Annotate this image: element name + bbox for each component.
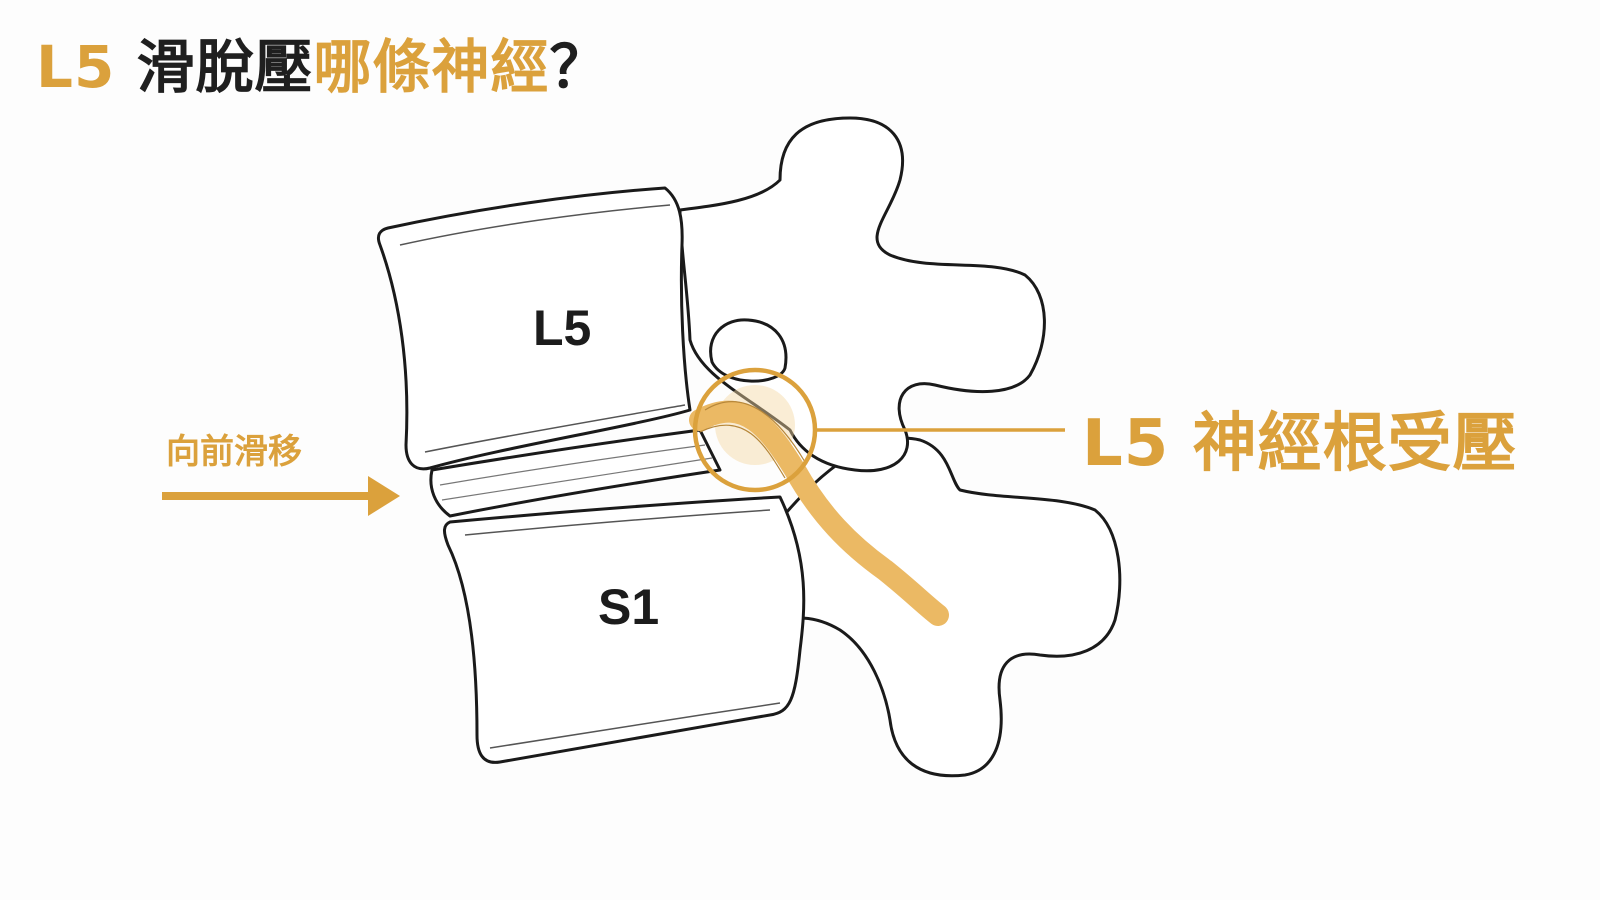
- disc-lines: [439, 444, 713, 501]
- l5-posterior-elements: [678, 116, 1046, 473]
- title-question-mark: ？: [549, 33, 609, 101]
- page-title: L5 滑脫壓哪條神經？: [36, 20, 609, 104]
- slip-arrow-head: [368, 476, 400, 516]
- l5-nerve-root: [689, 400, 949, 626]
- title-level: L5: [36, 33, 137, 101]
- nerve-compression-label: L5 神經根受壓: [1082, 407, 1518, 481]
- s1-vertebral-body: [443, 495, 806, 764]
- title-condition: 滑脫壓: [136, 33, 314, 101]
- s1-endplate-line: [464, 509, 781, 749]
- s1-label: S1: [598, 579, 659, 635]
- l5-label: L5: [533, 300, 591, 356]
- l5-vertebral-body: [376, 186, 692, 471]
- title-question: 哪條神經: [313, 33, 550, 101]
- intervertebral-disc: [429, 428, 722, 518]
- l5-endplate-line: [399, 204, 686, 453]
- intervertebral-foramen: [709, 318, 788, 383]
- slip-label: 向前滑移: [166, 432, 302, 472]
- nerve-root-outline: [699, 401, 806, 479]
- s1-posterior-elements: [773, 436, 1122, 778]
